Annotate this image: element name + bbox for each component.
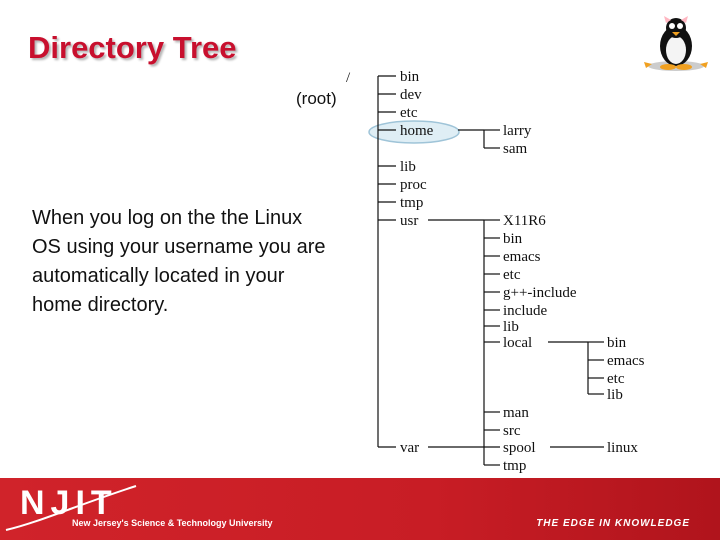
dir-bin: bin	[400, 69, 420, 85]
dir-etc: etc	[400, 105, 418, 121]
dir-home-larry: larry	[503, 123, 532, 139]
dir-usr: usr	[400, 213, 418, 229]
dir-usr-src: src	[503, 423, 521, 439]
directory-tree-diagram: / (root)	[296, 69, 645, 474]
dir-home: home	[400, 123, 434, 139]
dir-usr-man: man	[503, 405, 529, 421]
dir-lib: lib	[400, 159, 416, 175]
njit-university-name: New Jersey's Science & Technology Univer…	[72, 518, 273, 528]
dir-usr-local: local	[503, 335, 532, 351]
dir-local-etc: etc	[607, 371, 625, 387]
njit-swoosh-icon	[5, 485, 137, 531]
footer-banner: NJIT New Jersey's Science & Technology U…	[0, 478, 720, 540]
dir-var: var	[400, 440, 419, 456]
slide-title: Directory Tree	[28, 30, 237, 65]
root-label: (root)	[296, 89, 337, 108]
dir-proc: proc	[400, 177, 427, 193]
dir-local-emacs: emacs	[607, 353, 645, 369]
slide-body-text: When you log on the the Linux OS using y…	[32, 207, 326, 316]
dir-usr-emacs: emacs	[503, 249, 541, 265]
dir-usr-lib: lib	[503, 319, 519, 335]
dir-spool-linux: linux	[607, 440, 638, 456]
dir-var-spool: spool	[503, 440, 536, 456]
tree-connectors	[377, 75, 604, 466]
dir-dev: dev	[400, 87, 422, 103]
dir-local-lib: lib	[607, 387, 623, 403]
dir-usr-include: include	[503, 303, 547, 319]
dir-usr-etc: etc	[503, 267, 521, 283]
dir-home-sam: sam	[503, 141, 527, 157]
dir-tmp: tmp	[400, 195, 423, 211]
root-slash: /	[346, 70, 351, 86]
dir-usr-gpp-include: g++-include	[503, 285, 577, 301]
dir-var-tmp: tmp	[503, 458, 526, 474]
dir-usr-bin: bin	[503, 231, 523, 247]
home-highlight-ellipse	[368, 120, 460, 144]
dir-local-bin: bin	[607, 335, 627, 351]
njit-logo: NJIT	[20, 484, 118, 522]
footer-tagline: THE EDGE IN KNOWLEDGE	[536, 518, 690, 529]
dir-usr-x11r6: X11R6	[503, 213, 546, 229]
tux-penguin-icon	[644, 16, 708, 71]
